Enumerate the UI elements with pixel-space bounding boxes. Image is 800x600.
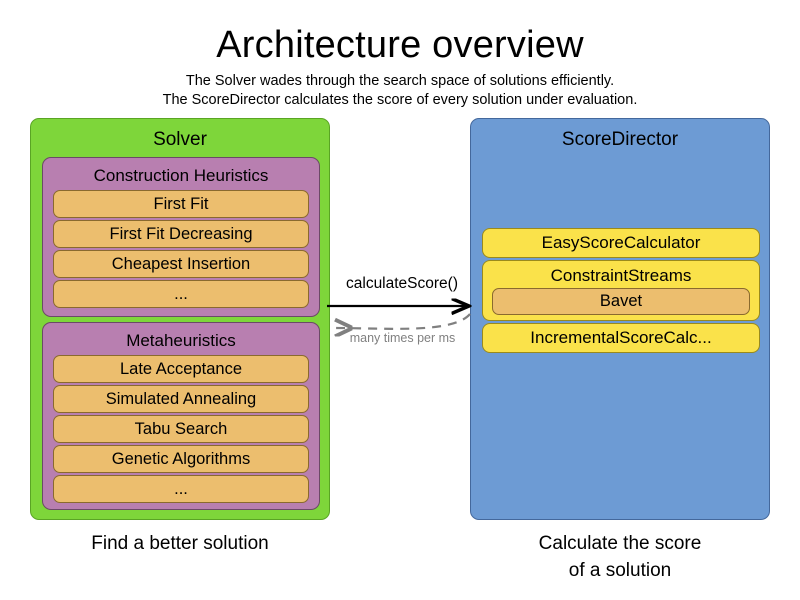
construction-heuristics-item-list: First Fit First Fit Decreasing Cheapest … [43, 190, 319, 315]
arrow-group [327, 262, 480, 352]
caption-solver: Find a better solution [91, 533, 269, 554]
scoredirector-panel-title: ScoreDirector [561, 129, 679, 150]
list-item[interactable]: ... [53, 475, 309, 503]
calculator-constraint-streams[interactable]: ConstraintStreams Bavet [482, 260, 760, 321]
list-item[interactable]: Late Acceptance [53, 355, 309, 383]
arrow-many-times-per-ms [335, 313, 471, 329]
arrow-label-many-times-per-ms: many times per ms [349, 331, 456, 345]
calculator-constraint-streams-title: ConstraintStreams [550, 266, 692, 285]
caption-scoredirector-line-1: Calculate the score [538, 533, 702, 554]
caption-scoredirector: Calculate the score of a solution [470, 530, 770, 584]
list-item[interactable]: Cheapest Insertion [53, 250, 309, 278]
list-item[interactable]: First Fit [53, 190, 309, 218]
subtitle-line-2: The ScoreDirector calculates the score o… [162, 92, 638, 108]
list-item[interactable]: Tabu Search [53, 415, 309, 443]
calculator-incremental-score[interactable]: IncrementalScoreCalc... [482, 323, 760, 353]
calculator-bavet[interactable]: Bavet [492, 288, 750, 315]
list-item[interactable]: First Fit Decreasing [53, 220, 309, 248]
metaheuristics-item-list: Late Acceptance Simulated Annealing Tabu… [43, 355, 319, 510]
solver-panel-title: Solver [153, 129, 207, 150]
solver-panel: Solver Construction Heuristics First Fit… [30, 118, 330, 520]
list-item[interactable]: Simulated Annealing [53, 385, 309, 413]
page-title: Architecture overview [216, 24, 584, 66]
group-title-metaheuristics: Metaheuristics [126, 331, 236, 350]
score-calculator-stack: EasyScoreCalculator ConstraintStreams Ba… [482, 228, 760, 355]
caption-scoredirector-line-2: of a solution [568, 560, 672, 581]
diagram-header: Architecture overview The Solver wades t… [0, 22, 800, 110]
calculator-easy-score[interactable]: EasyScoreCalculator [482, 228, 760, 258]
group-title-construction-heuristics: Construction Heuristics [93, 166, 269, 185]
arrow-label-calculate-score: calculateScore() [346, 275, 458, 292]
subtitle-line-1: The Solver wades through the search spac… [185, 73, 615, 89]
subtitle-block: The Solver wades through the search spac… [0, 72, 800, 110]
group-construction-heuristics: Construction Heuristics First Fit First … [42, 157, 320, 317]
list-item[interactable]: ... [53, 280, 309, 308]
scoredirector-panel: ScoreDirector EasyScoreCalculator Constr… [470, 118, 770, 520]
list-item[interactable]: Genetic Algorithms [53, 445, 309, 473]
group-metaheuristics: Metaheuristics Late Acceptance Simulated… [42, 322, 320, 510]
